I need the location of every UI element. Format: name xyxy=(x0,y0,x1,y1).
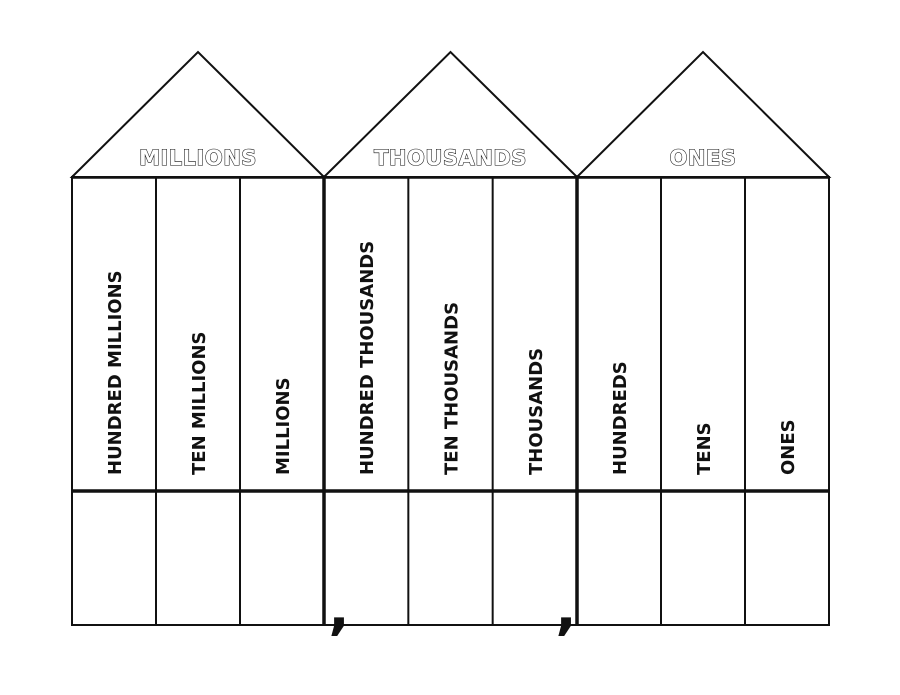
group-label-ones: ONES xyxy=(670,146,737,170)
column-label: ONES xyxy=(778,419,799,475)
digit-cell-0[interactable] xyxy=(74,493,154,623)
column-label: THOUSANDS xyxy=(526,348,547,475)
roof-millions xyxy=(69,50,327,178)
roof-thousands xyxy=(321,50,580,178)
group-label-millions: MILLIONS xyxy=(139,146,257,170)
roof-ones xyxy=(574,50,832,178)
column-label: HUNDRED THOUSANDS xyxy=(357,241,378,475)
digit-cell-2[interactable] xyxy=(242,493,322,623)
column-label: TEN THOUSANDS xyxy=(442,302,463,475)
digit-cell-7[interactable] xyxy=(663,493,743,623)
digit-cell-8[interactable] xyxy=(747,493,827,623)
column-label: HUNDRED MILLIONS xyxy=(105,270,126,475)
column-label: TENS xyxy=(694,422,715,475)
column-labels: HUNDRED MILLIONS TEN MILLIONS MILLIONS HUND… xyxy=(105,241,799,475)
period-separators: ,, xyxy=(328,577,576,642)
column-label: MILLIONS xyxy=(273,377,294,475)
group-label-thousands: THOUSANDS xyxy=(374,146,527,170)
column-label: TEN MILLIONS xyxy=(189,332,210,475)
comma-separator: , xyxy=(555,577,576,642)
digit-cell-6[interactable] xyxy=(579,493,659,623)
comma-separator: , xyxy=(328,577,349,642)
digit-cell-4[interactable] xyxy=(410,493,490,623)
column-label: HUNDREDS xyxy=(610,361,631,475)
house-roofs: MILLIONS THOUSANDS ONES xyxy=(69,50,832,178)
digit-cell-1[interactable] xyxy=(158,493,238,623)
